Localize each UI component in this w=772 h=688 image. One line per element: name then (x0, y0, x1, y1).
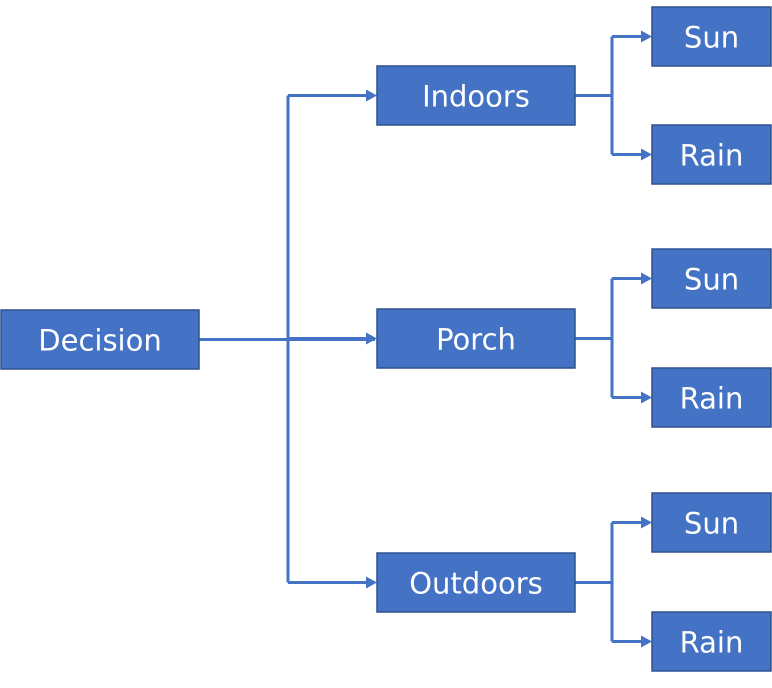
node-outdoors-rain: Rain (651, 611, 772, 672)
node-porch: Porch (376, 308, 576, 369)
node-indoors-sun-label: Sun (684, 21, 739, 55)
node-decision-box (0, 309, 200, 370)
node-outdoors-rain-box (651, 611, 772, 672)
node-decision: Decision (0, 309, 200, 370)
node-porch-rain-label: Rain (680, 382, 744, 416)
connectors (199, 30, 652, 648)
node-porch-sun-box (651, 248, 772, 309)
node-porch-sun-label: Sun (684, 263, 739, 297)
arrow-to-porch-icon (366, 332, 377, 345)
arrow-to-outdoors-sun-icon (641, 516, 652, 529)
arrow-to-outdoors-icon (366, 576, 377, 589)
node-outdoors: Outdoors (376, 552, 576, 613)
node-porch-sun: Sun (651, 248, 772, 309)
node-outdoors-label: Outdoors (409, 567, 543, 601)
arrow-to-outdoors-rain-icon (641, 635, 652, 648)
node-porch-rain: Rain (651, 367, 772, 428)
arrow-to-indoors-rain-icon (641, 148, 652, 161)
arrow-to-indoors-sun-icon (641, 30, 652, 43)
nodes: DecisionIndoorsSunRainPorchSunRainOutdoo… (0, 6, 772, 672)
node-outdoors-sun: Sun (651, 492, 772, 553)
node-indoors-rain-box (651, 124, 772, 185)
node-indoors: Indoors (376, 65, 576, 126)
node-porch-label: Porch (436, 323, 516, 357)
node-outdoors-rain-label: Rain (680, 626, 744, 660)
node-indoors-box (376, 65, 576, 126)
node-outdoors-sun-box (651, 492, 772, 553)
node-indoors-rain-label: Rain (680, 139, 744, 173)
node-porch-box (376, 308, 576, 369)
node-indoors-sun: Sun (651, 6, 772, 67)
node-decision-label: Decision (38, 324, 161, 358)
node-indoors-rain: Rain (651, 124, 772, 185)
node-outdoors-box (376, 552, 576, 613)
node-outdoors-sun-label: Sun (684, 507, 739, 541)
arrow-to-indoors-icon (366, 89, 377, 102)
node-indoors-sun-box (651, 6, 772, 67)
arrow-to-porch-sun-icon (641, 272, 652, 285)
arrow-to-porch-rain-icon (641, 391, 652, 404)
node-porch-rain-box (651, 367, 772, 428)
node-indoors-label: Indoors (422, 80, 530, 114)
